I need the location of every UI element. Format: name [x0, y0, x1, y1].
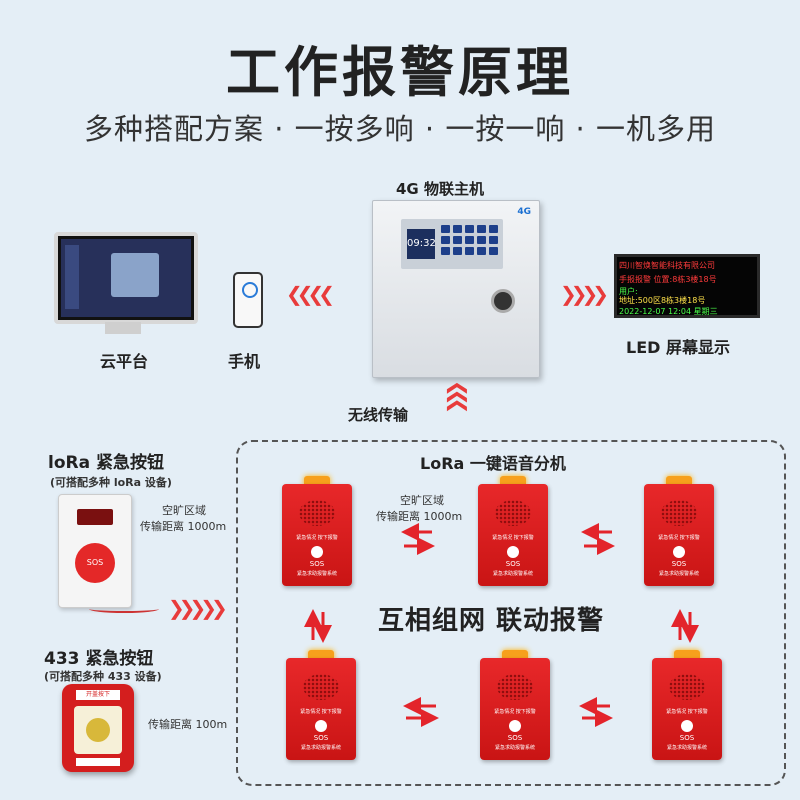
- 4g-badge: 4G: [517, 207, 531, 217]
- arrow-to-phone-icon: ❮❮❮❮: [286, 282, 335, 306]
- app-icon: [242, 282, 258, 298]
- monitor-stand: [105, 322, 141, 334]
- button-433-distance: 传输距离 100m: [148, 718, 228, 731]
- voice-unit: 紧急情况 按下报警 SOS 紧急求助报警系统: [286, 650, 356, 760]
- voice-unit-group: [236, 440, 786, 786]
- page-subtitle: 多种搭配方案 · 一按多响 · 一按一响 · 一机多用: [84, 112, 716, 146]
- button-433-title: 433 紧急按钮: [44, 649, 154, 669]
- button-433-note: (可搭配多种 433 设备): [44, 670, 162, 683]
- led-line: 四川智焕智能科技有限公司: [619, 261, 715, 270]
- led-display: 四川智焕智能科技有限公司 手报报警 位置:8栋3楼18号 用户: 地址:500区…: [614, 254, 760, 318]
- led-line: 2022-12-07 12:04 星期三: [619, 307, 718, 316]
- led-line: 地址:500区8栋3楼18号: [619, 296, 706, 305]
- emergency-button-433: 开盖按下: [62, 684, 134, 772]
- led-label: LED 屏幕显示: [626, 338, 730, 357]
- sos-icon: [507, 546, 519, 558]
- page-title: 工作报警原理: [226, 41, 574, 104]
- lora-distance-text: 传输距离 1000m: [140, 520, 227, 533]
- sos-icon: [315, 720, 327, 732]
- voice-unit: 紧急情况 按下报警 SOS 紧急求助报警系统: [652, 650, 722, 760]
- arrow-lora-to-group-icon: ❯❯❯❯❯: [168, 596, 228, 620]
- voice-unit: 紧急情况 按下报警 SOS 紧急求助报警系统: [480, 650, 550, 760]
- map-icon: [111, 253, 159, 297]
- lora-area-text: 空旷区域: [162, 504, 206, 517]
- host-lcd: 09:32: [407, 229, 436, 259]
- wireless-up-arrow-icon: ❯❯❯: [443, 388, 467, 415]
- arrow-to-led-icon: ❯❯❯❯: [560, 282, 609, 306]
- voice-unit: 紧急情况 按下报警 SOS 紧急求助报警系统: [644, 476, 714, 586]
- wireless-label: 无线传输: [348, 406, 409, 424]
- lock-icon: [491, 289, 515, 313]
- led-line: 手报报警 位置:8栋3楼18号: [619, 275, 717, 284]
- voice-area-text: 空旷区域: [400, 494, 444, 507]
- sos-icon: [681, 720, 693, 732]
- voice-unit: 紧急情况 按下报警 SOS 紧急求助报警系统: [282, 476, 352, 586]
- cloud-platform-monitor: [54, 232, 198, 324]
- sos-icon: [509, 720, 521, 732]
- voice-distance-text: 传输距离 1000m: [376, 510, 463, 523]
- iot-host-device: 4G 09:32: [372, 200, 540, 378]
- network-text: 互相组网 联动报警: [378, 606, 605, 636]
- sos-button-icon: SOS: [75, 543, 115, 583]
- sos-icon: [311, 546, 323, 558]
- host-label: 4G 物联主机: [396, 180, 484, 198]
- lora-emergency-button: SOS: [58, 494, 159, 613]
- voice-group-title: LoRa 一键语音分机: [420, 454, 566, 473]
- phone-label: 手机: [228, 352, 261, 371]
- button-433-face-label: 开盖按下: [76, 690, 120, 700]
- cloud-label: 云平台: [100, 352, 149, 371]
- host-control-panel: 09:32: [401, 219, 503, 269]
- led-line: 用户:: [619, 287, 638, 296]
- lora-button-title: loRa 紧急按钮: [48, 453, 164, 473]
- sos-icon: [673, 546, 685, 558]
- phone-device: [233, 272, 263, 328]
- lora-button-note: (可搭配多种 loRa 设备): [50, 476, 172, 489]
- voice-unit: 紧急情况 按下报警 SOS 紧急求助报警系统: [478, 476, 548, 586]
- host-keypad: [441, 225, 498, 255]
